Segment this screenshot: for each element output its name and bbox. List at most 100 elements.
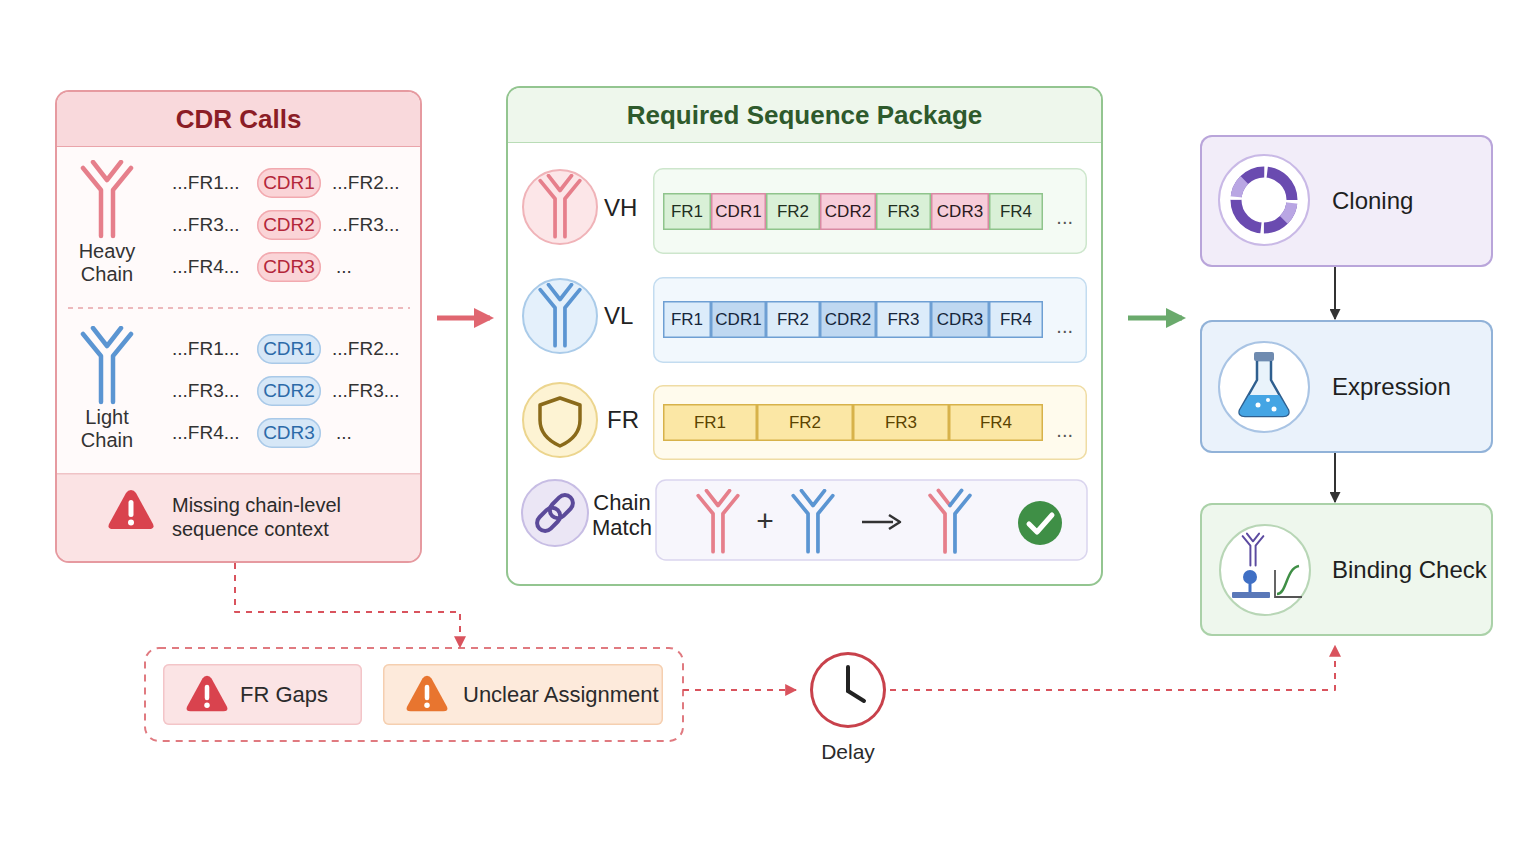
clock-circle: Delay (810, 652, 886, 728)
connector (683, 689, 796, 691)
binding-base (1232, 592, 1270, 598)
issue-box: FR Gaps (163, 664, 362, 725)
cdr-name: CDR2 (257, 376, 321, 406)
segment-name: CDR1 (711, 193, 766, 230)
plasmid-gaps (1236, 172, 1292, 228)
process-box: Binding Check (1200, 503, 1493, 636)
separator-line (68, 307, 410, 309)
chain-match-row (656, 480, 1087, 560)
segment-name: CDR1 (711, 301, 766, 338)
sequence-row: ... FR1CDR1FR2CDR2FR3CDR3FR4 (653, 277, 1087, 363)
ellipsis: ... (1056, 315, 1073, 338)
panel: Required Sequence Package...FR1CDR1FR2CD… (506, 86, 1103, 586)
cdr-name: CDR2 (257, 210, 321, 240)
paired-heavy-half (930, 490, 950, 551)
light-chain-icon (83, 328, 131, 402)
flask-liquid (1240, 395, 1289, 416)
binding-stem (1249, 582, 1252, 592)
cdr-pill: CDR3 (257, 252, 321, 282)
cdr-segment: CDR3 (931, 301, 989, 338)
cdr-segment: CDR1 (711, 193, 766, 230)
cdr-name: CDR1 (257, 168, 321, 198)
framework-segment: FR1 (663, 301, 711, 338)
shield-icon (540, 398, 580, 446)
connector (890, 646, 1335, 690)
ellipsis: ... (1056, 206, 1073, 229)
cloning-icon-circle (1219, 155, 1309, 245)
ellipsis: ... (1056, 419, 1073, 442)
segment-name: FR2 (766, 193, 820, 230)
flask-cork (1254, 352, 1274, 361)
cdr-pill: CDR1 (257, 168, 321, 198)
cdr-name: CDR3 (257, 418, 321, 448)
plasmid-ring (1236, 172, 1292, 228)
antigen-ball (1243, 570, 1257, 584)
bubble (1256, 403, 1261, 408)
framework-segment: FR1 (663, 404, 757, 441)
sequence-row: ...FR1CDR1FR2CDR2FR3CDR3FR4 (653, 168, 1087, 254)
paired-antibody-icon (930, 490, 970, 551)
vl-icon-circle (523, 279, 597, 353)
segment-name: FR2 (766, 301, 820, 338)
binding-icon-circle (1220, 525, 1310, 615)
paired-light-half (950, 490, 970, 551)
delay-caption: Delay (821, 740, 875, 764)
warning-icon (109, 490, 154, 529)
panel-title: Required Sequence Package (508, 88, 1101, 143)
segment-name: FR4 (949, 404, 1043, 441)
segment-name: FR2 (757, 404, 853, 441)
segment-name: FR1 (663, 193, 711, 230)
cdr-pill: CDR3 (257, 418, 321, 448)
bubble (1272, 407, 1277, 412)
issue-name: FR Gaps (240, 681, 328, 707)
issue-box: Unclear Assignment (383, 664, 663, 725)
framework-segment: FR2 (766, 301, 820, 338)
link-icon (534, 492, 576, 534)
framework-segment: FR2 (766, 193, 820, 230)
segment-name: CDR2 (820, 193, 876, 230)
pairing-arrow-head (889, 515, 900, 529)
framework-segment: FR3 (853, 404, 949, 441)
clock-hand (846, 667, 850, 691)
segment-name: FR3 (853, 404, 949, 441)
panel: CDR CallsCDR1CDR2CDR3CDR1CDR2CDR3Missing… (55, 90, 422, 563)
light-antibody-icon (793, 491, 833, 552)
flask-body (1240, 360, 1289, 416)
expression-icon-circle (1219, 342, 1309, 432)
connector (235, 563, 460, 647)
framework-segment: FR3 (876, 301, 931, 338)
warning-band: Missing chain-level sequence context (57, 473, 420, 561)
vh-icon-circle (523, 170, 597, 244)
heavy-chain-icon (83, 162, 131, 236)
check-mark (1029, 515, 1052, 532)
connector (1334, 453, 1336, 502)
framework-segment: FR4 (989, 301, 1043, 338)
cdr-pill: CDR1 (257, 334, 321, 364)
check-circle (1018, 501, 1062, 545)
link-ring (534, 505, 564, 535)
connector (1128, 316, 1182, 321)
cdr-pill: CDR2 (257, 210, 321, 240)
binding-axes (1275, 570, 1302, 597)
binding-antibody (1243, 534, 1264, 566)
issue-group-outline (145, 648, 683, 741)
panel-title: CDR Calls (57, 92, 420, 147)
segment-name: CDR2 (820, 301, 876, 338)
segment-name: CDR3 (931, 301, 989, 338)
process-name: Cloning (1332, 187, 1413, 216)
process-name: Expression (1332, 372, 1451, 401)
segment-name: FR1 (663, 301, 711, 338)
framework-segment: FR2 (757, 404, 853, 441)
pairing-arrow-line (862, 521, 893, 524)
process-box: Cloning (1200, 135, 1493, 267)
segment-name: FR3 (876, 193, 931, 230)
cdr-name: CDR1 (257, 334, 321, 364)
connector (437, 316, 490, 321)
cdr-segment: CDR1 (711, 301, 766, 338)
bubble (1266, 398, 1270, 402)
framework-segment: FR4 (989, 193, 1043, 230)
framework-segment: FR3 (876, 193, 931, 230)
plasmid-segment (1236, 172, 1292, 228)
